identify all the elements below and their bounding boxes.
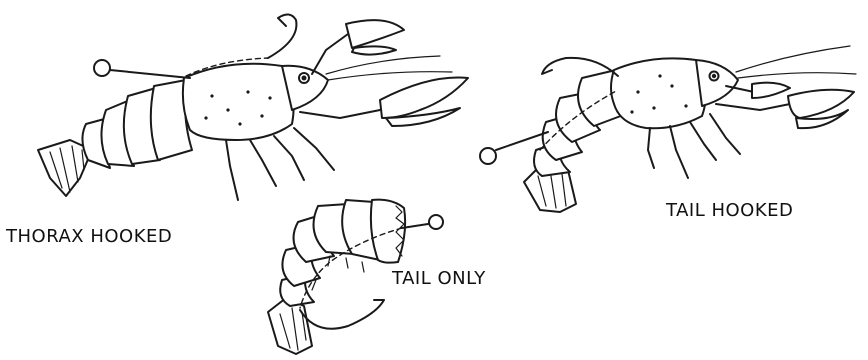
crayfish-tail-hooked-icon — [480, 46, 856, 212]
label-thorax-hooked: THORAX HOOKED — [6, 226, 172, 247]
label-tail-only: TAIL ONLY — [392, 268, 486, 289]
crayfish-thorax-hooked-icon — [38, 14, 468, 200]
label-tail-hooked: TAIL HOOKED — [666, 200, 793, 221]
